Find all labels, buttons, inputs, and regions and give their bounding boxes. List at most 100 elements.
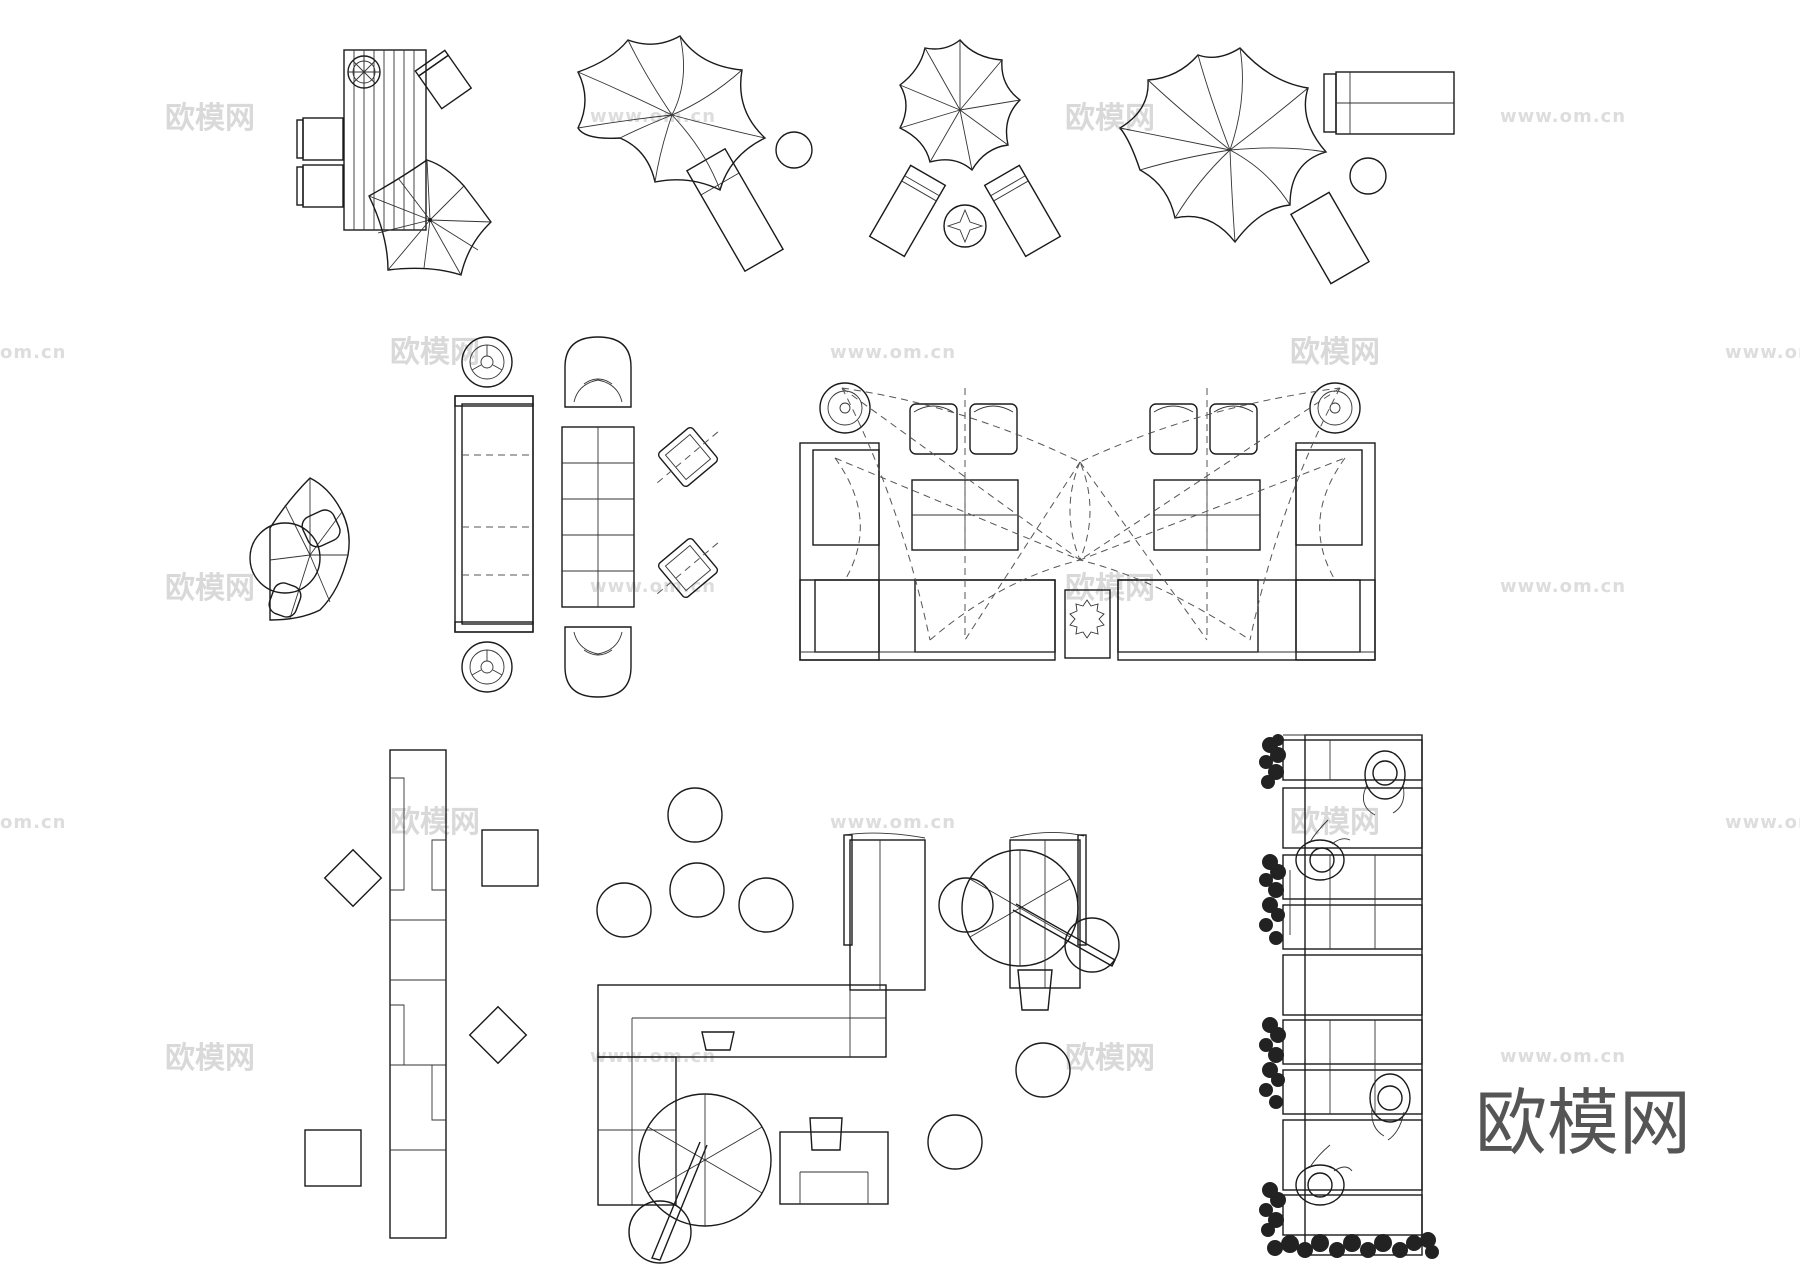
watermark-brand: 欧模网 (165, 101, 255, 136)
chair-back (296, 166, 304, 206)
armchair (564, 336, 632, 408)
watermark-brand: 欧模网 (165, 1041, 255, 1076)
booth-seating-with-people (1259, 734, 1439, 1259)
table-slats (353, 50, 415, 230)
grid-table (561, 426, 635, 608)
seat-pad (1017, 969, 1053, 1011)
cube-seat (481, 829, 539, 887)
sofa-module (597, 984, 887, 1058)
watermark-brand: 欧模网 (390, 335, 480, 370)
plant-icon (1259, 734, 1286, 789)
armchair-block (779, 1131, 889, 1205)
booth-table (1282, 954, 1423, 1016)
umbrella-octagon (577, 35, 767, 192)
seat-pad (809, 1117, 843, 1151)
round-stool (667, 787, 723, 843)
umbrella-lounger-set-2 (1118, 47, 1455, 285)
cube-seat (323, 848, 383, 908)
round-stool (1015, 1042, 1071, 1098)
brand-logo: 欧模网 (1475, 1081, 1691, 1165)
round-stools-cluster (596, 787, 794, 938)
side-table (1349, 157, 1387, 195)
lounge-chair (657, 426, 719, 488)
umbrella-round (938, 849, 1120, 973)
watermark-brand: 欧模网 (390, 805, 480, 840)
person-seated (1369, 1073, 1411, 1141)
watermark-layer: 欧模网 www.om.cn 欧模网 www.om.cn om.cn 欧模网 ww… (0, 101, 1800, 1076)
watermark-url: www.om.cn (1500, 106, 1626, 127)
round-stool (738, 877, 794, 933)
watermark-url: om.cn (0, 812, 66, 833)
watermark-brand: 欧模网 (165, 571, 255, 606)
side-table (775, 131, 813, 169)
umbrella-round (628, 1093, 772, 1264)
watermark-url: www.om.cn (830, 812, 956, 833)
sun-lounger (983, 164, 1062, 258)
sofa-right-arm (1295, 442, 1376, 661)
umbrella-partial (249, 477, 350, 621)
watermark-url: www.om.cn (1725, 812, 1800, 833)
plant-icon (1069, 599, 1105, 639)
round-stool (927, 1114, 983, 1170)
watermark-url: www.om.cn (1725, 342, 1800, 363)
watermark-url: www.om.cn (1500, 576, 1626, 597)
cube-seat (304, 1129, 362, 1187)
side-table-round (461, 641, 513, 693)
umbrella-octagon (1118, 47, 1328, 244)
chair (302, 117, 344, 161)
slatted-dining-table-set (296, 49, 492, 276)
armchair-pair-left (909, 403, 1018, 455)
umbrella-lounger-set-1 (577, 35, 813, 273)
sun-lounger-pair (1323, 71, 1455, 135)
modular-sofa-with-umbrellas (597, 831, 1120, 1264)
watermark-brand: 欧模网 (1290, 805, 1380, 840)
plant-icon (1267, 1232, 1439, 1259)
sun-lounger (1289, 191, 1371, 285)
plant-icon (1259, 1017, 1286, 1109)
person-seated (1362, 750, 1406, 816)
watermark-brand: 欧模网 (1065, 1041, 1155, 1076)
sun-lounger (685, 147, 785, 273)
booth-table (1282, 1119, 1423, 1191)
plant-icon (1259, 854, 1286, 945)
modular-table-with-armchairs (561, 336, 719, 698)
chair (414, 49, 473, 110)
decorative-star-icon (946, 208, 984, 244)
long-bench-set (304, 749, 539, 1239)
side-table-round (461, 336, 513, 388)
seat-pad (701, 1031, 735, 1051)
lounge-chair (657, 537, 719, 599)
plant-icon (1259, 1182, 1286, 1237)
sun-lounger (868, 164, 947, 258)
chair-back (296, 119, 304, 159)
watermark-brand: 欧模网 (1290, 335, 1380, 370)
sofa-three-seat (454, 336, 534, 693)
canopy-outline (834, 387, 1346, 641)
round-stool (596, 882, 652, 938)
armchair-pair-right (1149, 403, 1258, 455)
umbrella-pentagon (368, 159, 492, 276)
side-table (943, 204, 987, 248)
watermark-url: www.om.cn (590, 576, 716, 597)
chair (302, 164, 344, 208)
umbrella-double-lounger-set (868, 39, 1062, 258)
planter (1064, 589, 1111, 659)
sofa-right-base (1117, 579, 1376, 661)
person-seated (1295, 819, 1351, 881)
booth-table (1282, 787, 1423, 849)
cube-seat (468, 1005, 528, 1065)
sofa-left-base (799, 579, 1056, 661)
armchair (564, 626, 632, 698)
sofa-module (849, 839, 926, 991)
umbrella-stippled (899, 39, 1022, 172)
watermark-url: om.cn (0, 342, 66, 363)
sofa-frame (454, 395, 534, 633)
lounge-area-symmetric (799, 382, 1376, 661)
long-bench (389, 749, 447, 1239)
person-seated (1295, 1144, 1353, 1206)
watermark-url: www.om.cn (830, 342, 956, 363)
round-stool (669, 862, 725, 918)
side-table-round (1309, 382, 1361, 434)
side-table-round (819, 382, 871, 434)
